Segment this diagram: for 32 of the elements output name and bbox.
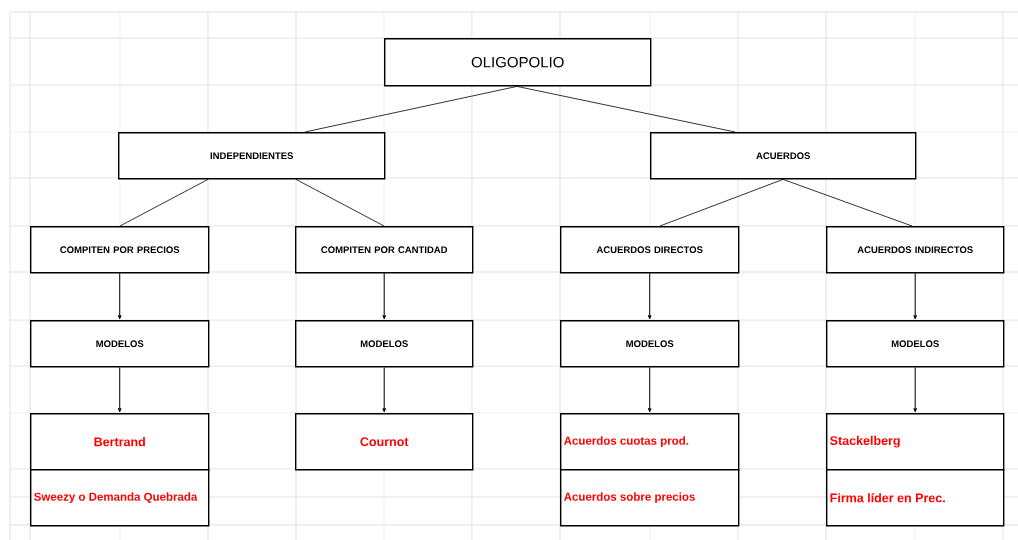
model-box: Acuerdos cuotas prod. [560, 413, 740, 471]
category-box: MODELOS [560, 320, 740, 368]
model-box: Firma líder en Prec. [826, 469, 1005, 527]
category-box: ACUERDOS INDIRECTOS [826, 226, 1005, 274]
model-box: Acuerdos sobre precios [560, 469, 740, 527]
category-box: COMPITEN POR CANTIDAD [295, 226, 474, 274]
connector [913, 366, 918, 413]
connector [913, 272, 918, 320]
connector [659, 179, 784, 227]
connector [647, 272, 652, 320]
category-box: INDEPENDIENTES [118, 132, 386, 180]
category-box: ACUERDOS DIRECTOS [560, 226, 740, 274]
model-box: Bertrand [30, 413, 210, 471]
model-box: Sweezy o Demanda Quebrada [30, 469, 210, 527]
connector [117, 272, 122, 320]
model-box: Cournot [295, 413, 474, 471]
category-box: COMPITEN POR PRECIOS [30, 226, 210, 274]
category-box: MODELOS [295, 320, 474, 368]
connector [295, 179, 385, 227]
connector [516, 86, 736, 133]
model-box: Stackelberg [826, 413, 1005, 471]
connector [647, 366, 652, 413]
connector [382, 272, 387, 320]
title-box: OLIGOPOLIO [384, 38, 652, 87]
connector [117, 366, 122, 413]
category-box: MODELOS [826, 320, 1005, 368]
connector [782, 179, 913, 227]
connector [119, 179, 209, 227]
connector [382, 366, 387, 413]
connector [304, 86, 518, 133]
category-box: ACUERDOS [650, 132, 917, 180]
category-box: MODELOS [30, 320, 210, 368]
